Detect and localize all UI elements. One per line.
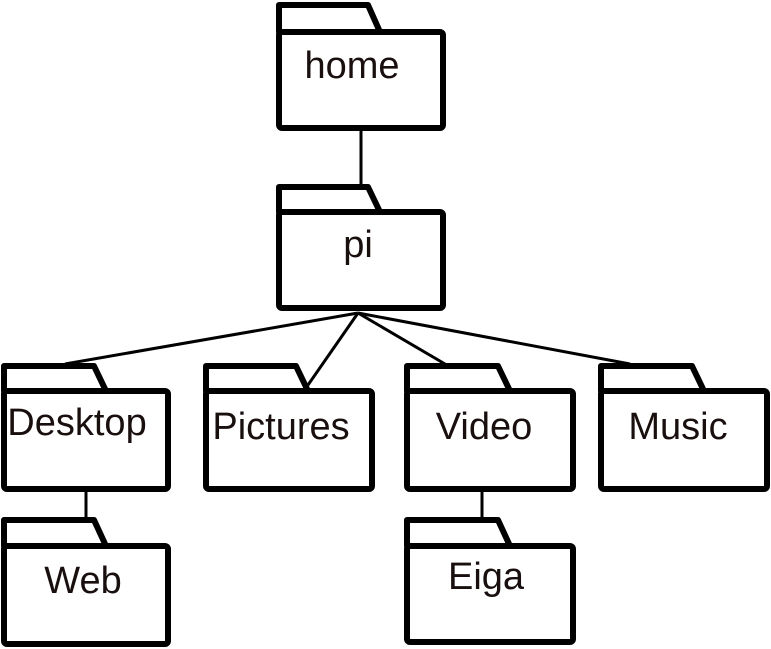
folder-icon — [1, 517, 109, 549]
edge-pi-pictures — [306, 312, 360, 386]
edge-pi-music — [357, 311, 631, 366]
folder-body — [404, 543, 576, 645]
folder-body — [1, 388, 171, 492]
folder-label-eiga: Eiga — [448, 556, 525, 598]
folder-label-video: Video — [436, 406, 533, 448]
folder-icon — [276, 184, 383, 215]
folder-icon — [598, 363, 707, 394]
folder-video[interactable]: Video — [404, 363, 576, 492]
folder-icon — [203, 363, 311, 394]
folder-icon — [1, 363, 109, 394]
folder-pi[interactable]: pi — [276, 184, 446, 311]
folder-label-pictures: Pictures — [212, 406, 349, 448]
folder-label-music: Music — [628, 406, 727, 448]
folder-label-pi: pi — [343, 224, 373, 266]
folder-desktop[interactable]: Desktop — [1, 363, 171, 492]
folder-label-desktop: Desktop — [7, 402, 146, 444]
folder-music[interactable]: Music — [598, 363, 770, 492]
folder-pictures[interactable]: Pictures — [203, 363, 375, 492]
folder-body — [276, 209, 446, 311]
edge-pi-video — [357, 311, 446, 366]
folder-label-web: Web — [44, 560, 121, 602]
folder-web[interactable]: Web — [1, 517, 171, 647]
folder-icon — [276, 2, 383, 35]
folder-label-home: home — [304, 45, 399, 87]
folder-icon — [404, 517, 513, 549]
folder-body — [404, 388, 576, 492]
tree-edges — [64, 128, 631, 518]
folder-eiga[interactable]: Eiga — [404, 517, 576, 645]
folder-icon — [404, 363, 513, 394]
folder-body — [1, 543, 171, 647]
folder-home[interactable]: home — [276, 2, 446, 131]
folder-body — [276, 29, 446, 131]
edge-pi-desktop — [64, 311, 359, 366]
folder-body — [598, 388, 770, 492]
folder-body — [203, 388, 375, 492]
